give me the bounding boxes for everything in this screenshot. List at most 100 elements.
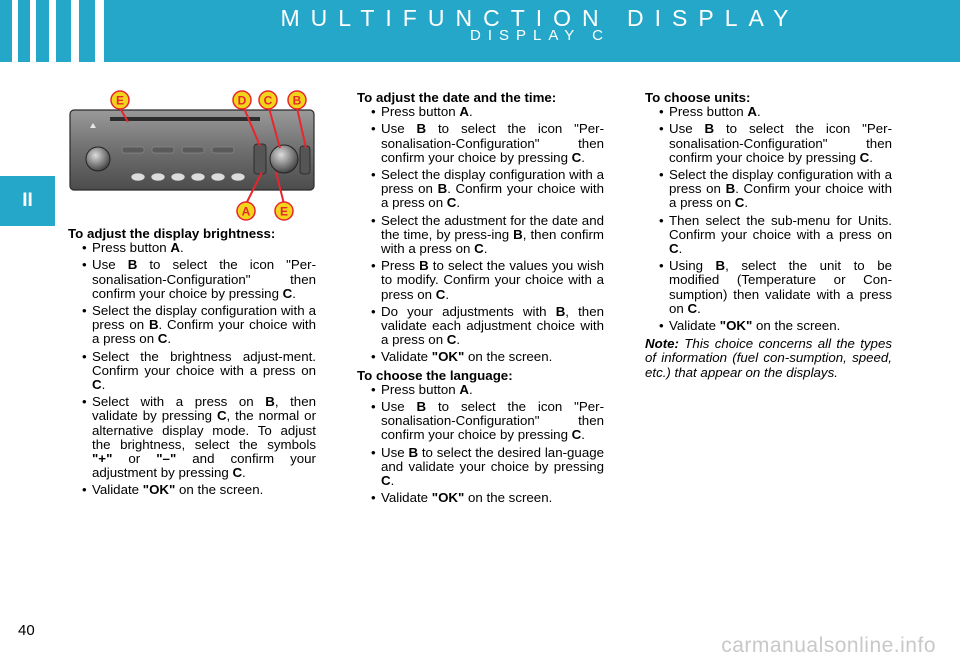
instruction-text: .	[456, 195, 461, 211]
emphasis-text: "OK"	[431, 349, 465, 365]
emphasis-text: A	[170, 240, 180, 256]
instruction-text: on the screen.	[464, 349, 553, 365]
emphasis-text: C	[734, 195, 745, 211]
header-stripe	[30, 0, 36, 62]
instruction-item: Use B to select the icon "Per-sonalisati…	[369, 122, 604, 165]
instruction-text: .	[468, 104, 473, 120]
callout-label: D	[238, 94, 247, 108]
instruction-text: Validate	[381, 349, 432, 365]
emphasis-text: "+"	[92, 451, 113, 467]
emphasis-text: B	[148, 317, 159, 333]
emphasis-text: B	[419, 258, 429, 274]
chapter-tab: II	[0, 176, 55, 226]
header-stripe	[71, 0, 79, 62]
instruction-item: Press button A.	[657, 104, 892, 120]
page-number: 40	[18, 622, 35, 639]
instruction-text: . Confirm your choice with a press on	[669, 181, 892, 211]
emphasis-text: C	[157, 331, 168, 347]
section-heading: To choose units:	[645, 90, 751, 105]
language-section: Press button A. Use B to select the icon…	[357, 381, 604, 506]
datetime-language-column: To adjust the date and the time: Press b…	[357, 90, 604, 509]
emphasis-text: A	[459, 381, 469, 397]
note-label: Note:	[645, 336, 679, 352]
instruction-text: Use	[381, 121, 417, 137]
instruction-item: Press button A.	[80, 240, 316, 256]
emphasis-text: A	[459, 104, 469, 120]
instruction-text: Validate	[381, 490, 432, 506]
units-section: Press button A. Use B to select the icon…	[645, 104, 892, 334]
instruction-text: .	[581, 427, 585, 443]
instruction-text: .	[869, 149, 873, 165]
instruction-text: to select the icon "Per-sonalisation-Con…	[381, 399, 604, 443]
header-band: MULTIFUNCTION DISPLAY DISPLAY C	[0, 0, 960, 62]
note: Note: This choice concerns all the types…	[645, 337, 892, 380]
emphasis-text: A	[747, 104, 757, 120]
instruction-text: Select the display configuration with a …	[381, 167, 604, 197]
instruction-item: Select with a press on B, then validate …	[80, 395, 316, 480]
page-subtitle: DISPLAY C	[470, 27, 610, 44]
instruction-text: to select the values you wish to modify.…	[381, 258, 604, 302]
instruction-item: Select the display configuration with a …	[369, 167, 604, 211]
instruction-item: Use B to select the icon "Per-sonalisati…	[657, 122, 892, 165]
instruction-text: .	[678, 241, 683, 257]
emphasis-text: C	[571, 427, 582, 443]
instruction-text: and confirm your adjustment by pressing	[92, 451, 316, 481]
instruction-text: .	[756, 104, 761, 120]
instruction-item: Validate "OK" on the screen.	[369, 490, 604, 506]
instruction-text: .	[581, 149, 585, 165]
emphasis-text: B	[127, 257, 138, 273]
menu-button	[253, 143, 267, 175]
instruction-item: Select the display configuration with a …	[80, 303, 316, 347]
instruction-text: Select the adustment for the date and th…	[381, 212, 604, 242]
instruction-text: Use	[92, 257, 128, 273]
instruction-text: Select the display configuration with a …	[669, 167, 892, 197]
datetime-section: Press button A. Use B to select the icon…	[357, 104, 604, 365]
emphasis-text: B	[408, 444, 419, 460]
instruction-item: Validate "OK" on the screen.	[80, 482, 316, 498]
instruction-text: .	[179, 240, 184, 256]
emphasis-text: "OK"	[431, 490, 465, 506]
instruction-item: Validate "OK" on the screen.	[369, 349, 604, 365]
emphasis-text: B	[715, 258, 726, 274]
callout-badge-c: C	[258, 90, 278, 110]
radio-unit-figure: E D C B A E	[69, 90, 315, 221]
instruction-text: Validate	[669, 318, 720, 334]
instruction-text: or	[112, 451, 157, 467]
instruction-text: Select the display configuration with a …	[92, 303, 316, 333]
ok-button	[299, 145, 311, 175]
emphasis-text: B	[555, 303, 566, 319]
instruction-text: Use	[381, 444, 409, 460]
brightness-section: To adjust the display brightness: Press …	[68, 226, 317, 502]
header-stripe	[95, 0, 104, 62]
emphasis-text: C	[859, 149, 870, 165]
instruction-text: Press	[381, 258, 420, 274]
callout-badge-a: A	[236, 201, 256, 221]
navigation-dial	[269, 144, 299, 174]
callout-badge-b: B	[287, 90, 307, 110]
instruction-text: . Confirm your choice with a press on	[92, 317, 316, 347]
instruction-text: Press button	[381, 381, 460, 397]
emphasis-text: "–"	[156, 451, 177, 467]
instruction-text: , select the unit to be modified (Temper…	[669, 258, 892, 316]
page-title: MULTIFUNCTION DISPLAY	[280, 5, 800, 31]
cd-slot	[110, 117, 260, 121]
instruction-text: , then validate each adjustment choice w…	[381, 303, 604, 348]
instruction-text: on the screen.	[752, 318, 841, 334]
instruction-item: Do your adjustments with B, then validat…	[369, 303, 604, 348]
emphasis-text: C	[435, 286, 446, 302]
instruction-text: to select the icon "Per-sonalisation-Con…	[92, 257, 317, 301]
instruction-text: Press button	[381, 104, 460, 120]
instruction-text: .	[483, 241, 488, 257]
emphasis-text: B	[437, 181, 448, 197]
instruction-text: to select the icon "Per-sonalisation-Con…	[381, 121, 604, 165]
emphasis-text: "OK"	[142, 482, 176, 498]
emphasis-text: C	[381, 473, 391, 489]
instruction-text: , then validate by pressing	[92, 394, 316, 424]
header-stripe	[12, 0, 18, 62]
emphasis-text: B	[725, 181, 736, 197]
section-heading: To adjust the display brightness:	[68, 226, 276, 241]
watermark: carmanualsonline.info	[721, 634, 936, 657]
instruction-text: Press button	[92, 240, 171, 256]
section-heading: To adjust the date and the time:	[357, 90, 557, 105]
emphasis-text: C	[474, 241, 484, 257]
